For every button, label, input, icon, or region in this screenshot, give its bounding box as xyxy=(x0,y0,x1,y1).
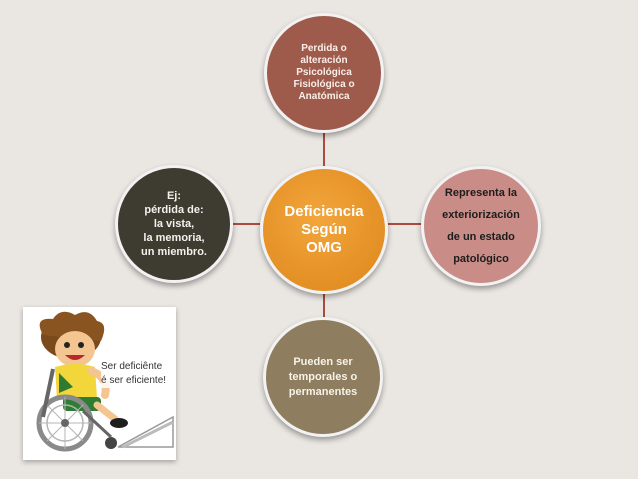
node-bottom-text: Pueden ser temporales o permanentes xyxy=(288,355,358,398)
node-right-representation: Representa la exteriorización de un esta… xyxy=(421,166,541,286)
wheelchair-boy-drawing xyxy=(36,311,174,452)
illustration-caption: Ser deficiênte é ser eficiente! xyxy=(101,360,167,388)
node-left-text: Ej: pérdida de: la vista, la memoria, un… xyxy=(140,190,207,258)
node-top-definition: Perdida o alteración Psicológica Fisioló… xyxy=(264,13,384,133)
node-center-title: Deficiencia Según OMG xyxy=(260,166,388,294)
node-center-text: Deficiencia Según OMG xyxy=(284,203,364,256)
node-top-text: Perdida o alteración Psicológica Fisioló… xyxy=(293,43,355,102)
node-left-example: Ej: pérdida de: la vista, la memoria, un… xyxy=(115,165,233,283)
node-bottom-duration: Pueden ser temporales o permanentes xyxy=(263,317,383,437)
node-right-text: Representa la exteriorización de un esta… xyxy=(442,187,520,265)
wheelchair-boy-illustration: Ser deficiênte é ser eficiente! xyxy=(23,307,176,460)
